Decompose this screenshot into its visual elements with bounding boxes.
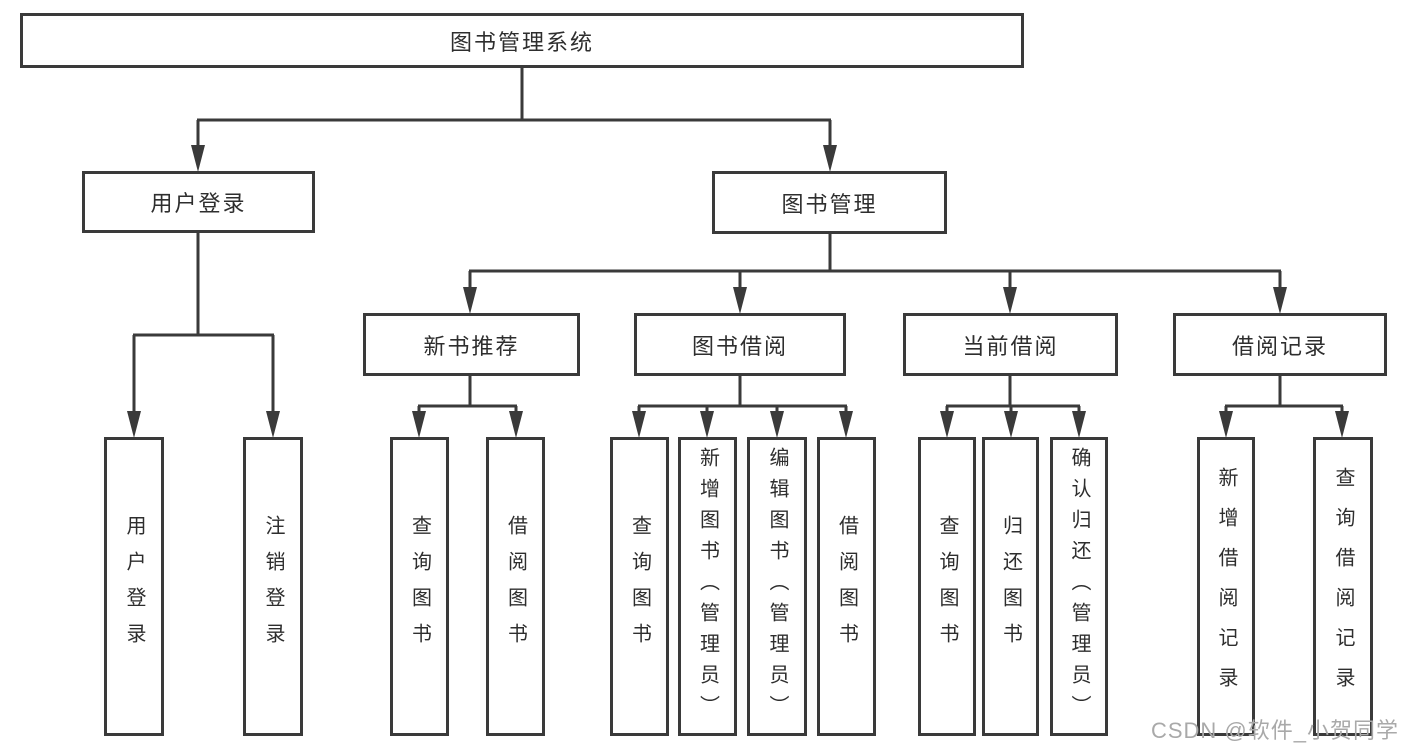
node-query-books-recommend: 查询图书 (390, 437, 449, 736)
node-book-management: 图书管理 (712, 171, 947, 234)
connector-root-to-level2 (191, 67, 837, 172)
node-query-books-current: 查询图书 (918, 437, 976, 736)
node-label: 借阅记录 (1231, 333, 1328, 359)
node-logout: 注销登录 (243, 437, 303, 736)
node-label: 编辑图书（管理员） (766, 447, 788, 726)
node-edit-book-admin: 编辑图书（管理员） (747, 437, 807, 736)
node-label: 用户登录 (123, 514, 145, 659)
node-return-book: 归还图书 (982, 437, 1039, 736)
node-label: 确认归还（管理员） (1068, 447, 1090, 726)
watermark: CSDN @软件_小贺同学 (1150, 718, 1399, 743)
node-label: 新书推荐 (423, 333, 520, 359)
node-label: 归还图书 (999, 514, 1022, 659)
node-borrow-books-leaf: 借阅图书 (817, 437, 876, 736)
node-label: 图书管理 (781, 191, 878, 217)
node-user-login: 用户登录 (82, 171, 315, 233)
connector-user-login-children (127, 232, 280, 438)
node-label: 新增借阅记录 (1215, 466, 1237, 707)
connector-current-borrow-children (940, 375, 1086, 438)
node-label: 查询图书 (408, 514, 431, 659)
node-label: 借阅图书 (835, 514, 858, 659)
node-current-borrow: 当前借阅 (903, 313, 1118, 376)
node-label: 新增图书（管理员） (696, 447, 719, 726)
node-label: 当前借阅 (962, 333, 1059, 359)
node-borrow-record: 借阅记录 (1173, 313, 1387, 376)
node-label: 图书管理系统 (449, 29, 594, 55)
connector-new-book-children (412, 375, 523, 438)
connector-book-borrow-children (632, 375, 853, 438)
node-add-book-admin: 新增图书（管理员） (678, 437, 737, 736)
node-label: 注销登录 (262, 514, 284, 659)
node-label: 用户登录 (150, 191, 247, 216)
node-borrow-books-recommend: 借阅图书 (486, 437, 545, 736)
node-book-borrow: 图书借阅 (634, 313, 846, 376)
node-new-book-recommend: 新书推荐 (363, 313, 580, 376)
node-confirm-return-admin: 确认归还（管理员） (1050, 437, 1108, 736)
node-label: 查询借阅记录 (1332, 466, 1354, 707)
node-label: 图书借阅 (691, 333, 788, 359)
node-query-borrow-record: 查询借阅记录 (1313, 437, 1373, 736)
connector-borrow-record-children (1219, 375, 1349, 438)
node-user-login-leaf: 用户登录 (104, 437, 164, 736)
node-query-books-borrow: 查询图书 (610, 437, 669, 736)
node-label: 查询图书 (936, 514, 958, 659)
node-library-system: 图书管理系统 (20, 13, 1024, 68)
node-label: 查询图书 (628, 514, 651, 659)
node-add-borrow-record: 新增借阅记录 (1197, 437, 1255, 736)
node-label: 借阅图书 (504, 514, 527, 659)
connector-book-management-level3 (463, 233, 1287, 314)
